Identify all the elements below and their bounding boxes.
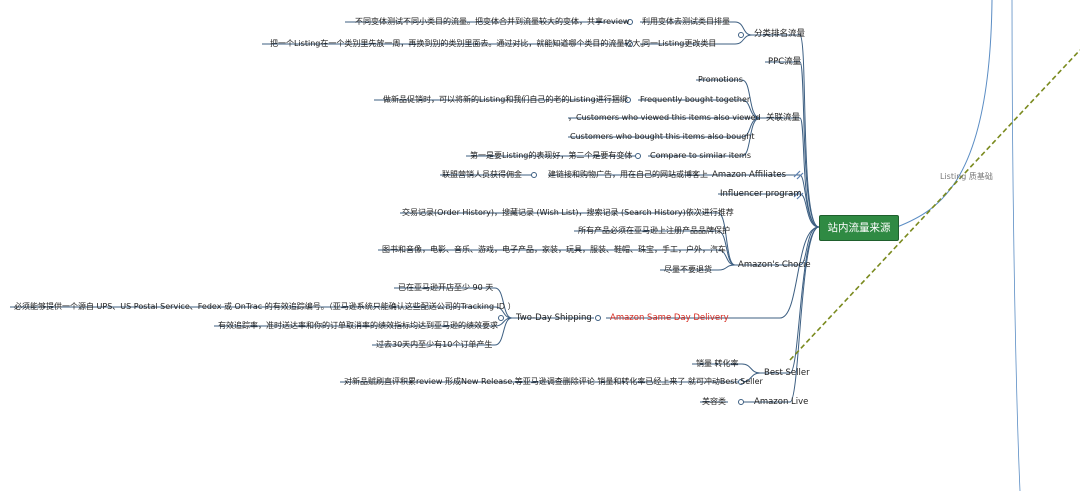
- branch-category-rank[interactable]: 分类排名流量: [754, 29, 806, 39]
- node-affiliate-link[interactable]: 建链接和购物广告，用在自己的网站或博客上: [548, 170, 708, 179]
- node-choice-categories[interactable]: 图书和音像，电影、音乐、游戏，电子产品，家装，玩具，服装、鞋帽、珠宝，手工，户外…: [382, 245, 726, 254]
- branch-same-day[interactable]: Amazon Same Day Delivery: [610, 313, 729, 323]
- node-performance[interactable]: 有效追踪率，准时送达率和你的订单取消率的绩效指标均达到亚马逊的绩效要求: [218, 321, 498, 330]
- node-two-day-shipping[interactable]: Two-Day Shipping: [516, 313, 592, 323]
- branch-ppc[interactable]: PPC流量: [768, 57, 802, 67]
- note-compare-similar: 第一是要Listing的表现好，第二个是要有变体: [470, 151, 633, 160]
- node-promotions[interactable]: Promotions: [698, 75, 743, 84]
- branch-amazon-live[interactable]: Amazon Live: [754, 397, 809, 407]
- root-node[interactable]: 站内流量来源: [819, 215, 899, 241]
- node-frequently-bought[interactable]: Frequently bought together: [640, 95, 751, 104]
- node-tracking-id[interactable]: 必须能够提供一个源自 UPS、US Postal Service、Fedex 或…: [14, 302, 516, 311]
- node-10-orders[interactable]: 过去30天内至少有10个订单产生: [376, 340, 493, 349]
- branch-affiliates[interactable]: Amazon Affiliates: [712, 170, 787, 180]
- node-sales-conversion[interactable]: 销量 转化率: [696, 359, 739, 368]
- node-choice-returns[interactable]: 尽量不要退货: [664, 265, 712, 274]
- node-90-days[interactable]: 已在亚马逊开店至少 90 天: [398, 283, 494, 292]
- node-choice-history[interactable]: 交易记录(Order History)，搜藏记录 (Wish List)，搜索记…: [402, 208, 734, 217]
- node-variant-test[interactable]: 利用变体去测试类目排量: [642, 17, 730, 26]
- note-frequently-bought: 做新品促销时，可以将新的Listing和我们自己的老的Listing进行捆绑: [383, 95, 628, 104]
- note-affiliate-commission: 联盟营销人员获得佣金: [442, 170, 522, 179]
- note-variant-test: 不同变体测试不同小类目的流量。把变体合并到流量较大的变体，共享review: [355, 17, 630, 26]
- branch-amazons-choice[interactable]: Amazon's Chocie: [738, 260, 811, 270]
- node-beauty[interactable]: 美容类: [702, 397, 726, 406]
- node-choice-brand[interactable]: 所有产品必须在亚马逊上注册产品品牌保护: [578, 226, 730, 235]
- node-review-strategy[interactable]: 对新品赋刷直评积累review 形成New Release,等亚马逊调查删除评论…: [344, 377, 763, 386]
- branch-best-seller[interactable]: Best Seller: [764, 368, 810, 378]
- note-change-category: 把一个Listing在一个类别里先放一周，再换到别的类别里面去。通过对比，就能知…: [270, 39, 649, 48]
- branch-influencer[interactable]: Influencer program: [720, 189, 802, 199]
- side-label: Listing 质基础: [940, 172, 993, 181]
- node-compare-similar[interactable]: Compare to similar items: [650, 151, 752, 160]
- branch-related[interactable]: 关联流量: [766, 113, 801, 123]
- node-also-viewed[interactable]: ，Customers who viewed this items also vi…: [568, 113, 761, 122]
- node-change-category[interactable]: 同一Listing更改类目: [642, 39, 717, 48]
- node-also-bought[interactable]: Customers who bought this items also bou…: [570, 132, 755, 141]
